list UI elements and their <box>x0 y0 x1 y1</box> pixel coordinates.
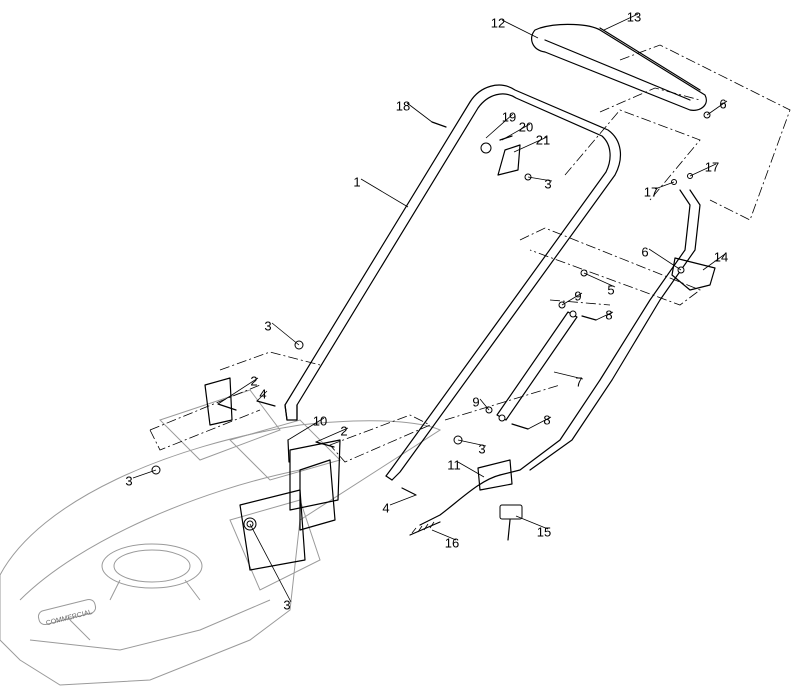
callout-leader <box>501 19 539 39</box>
callout-leader <box>457 461 485 478</box>
callout-label: 8 <box>605 307 612 322</box>
brake-cable <box>419 189 701 526</box>
callout-leader <box>217 377 259 405</box>
callout-label: 13 <box>627 9 641 24</box>
callout-label: 8 <box>543 412 550 427</box>
callout-label: 10 <box>313 413 327 428</box>
callout-label: 20 <box>519 119 533 134</box>
callout-leader <box>702 253 726 271</box>
callout-leader <box>249 523 292 603</box>
lever-link <box>496 310 578 422</box>
callout-leader <box>360 178 409 208</box>
callout-label: 15 <box>537 524 551 539</box>
callout-leader <box>389 494 417 506</box>
callout-label: 14 <box>714 249 728 264</box>
callout-label: 1 <box>353 174 360 189</box>
callout-leader <box>583 272 616 288</box>
callout-leader <box>527 416 552 430</box>
callout-leader <box>515 515 549 530</box>
callout-label: 6 <box>641 244 648 259</box>
callout-label: 18 <box>396 98 410 113</box>
callout-leader <box>603 13 639 31</box>
callout-leader <box>553 371 584 380</box>
callout-label: 17 <box>644 184 658 199</box>
callout-leader <box>256 390 268 402</box>
callout-label: 21 <box>536 132 550 147</box>
callout-leader <box>271 322 300 346</box>
callout-label: 11 <box>447 457 461 472</box>
callout-leader <box>479 398 490 411</box>
callout-leader <box>431 529 457 541</box>
callout-label: 9 <box>472 394 479 409</box>
callout-leader <box>654 181 675 190</box>
callout-leader <box>595 311 614 321</box>
mower-deck: COMMERCIAL <box>0 389 442 686</box>
callout-leader <box>689 163 717 177</box>
callout-label: 3 <box>283 597 290 612</box>
callout-label: 4 <box>259 386 266 401</box>
callout-label: 19 <box>502 109 516 124</box>
callout-label: 3 <box>264 318 271 333</box>
callout-leader <box>485 113 514 139</box>
callout-label: 9 <box>574 288 581 303</box>
callout-leader <box>706 100 728 116</box>
spring <box>409 521 441 536</box>
callout-leader <box>315 427 349 443</box>
callout-leader <box>132 469 157 479</box>
callout-leader <box>513 136 548 153</box>
callout-label: 5 <box>607 282 614 297</box>
callout-label: 3 <box>478 441 485 456</box>
callout-leader <box>406 102 433 123</box>
callout-label: 17 <box>705 159 719 174</box>
callout-label: 12 <box>491 15 505 30</box>
callout-label: 7 <box>575 374 582 389</box>
upper-handle <box>284 84 622 481</box>
callout-leader <box>457 439 487 447</box>
switch <box>499 504 523 541</box>
cable-bracket <box>477 459 513 491</box>
control-bail <box>531 23 707 111</box>
callout-leader <box>527 176 553 182</box>
callout-leader <box>561 292 583 306</box>
callout-label: 16 <box>445 535 459 550</box>
brand-mark: COMMERCIAL <box>45 609 93 627</box>
callout-leader <box>501 123 531 141</box>
callout-label: 3 <box>544 176 551 191</box>
callout-label: 2 <box>250 373 257 388</box>
callout-leader <box>287 417 325 441</box>
callout-label: 4 <box>382 500 389 515</box>
reference-outlines <box>149 44 791 463</box>
callout-label: 2 <box>340 423 347 438</box>
callout-leader <box>648 248 682 271</box>
callout-label: 6 <box>719 96 726 111</box>
callout-label: 3 <box>125 473 132 488</box>
